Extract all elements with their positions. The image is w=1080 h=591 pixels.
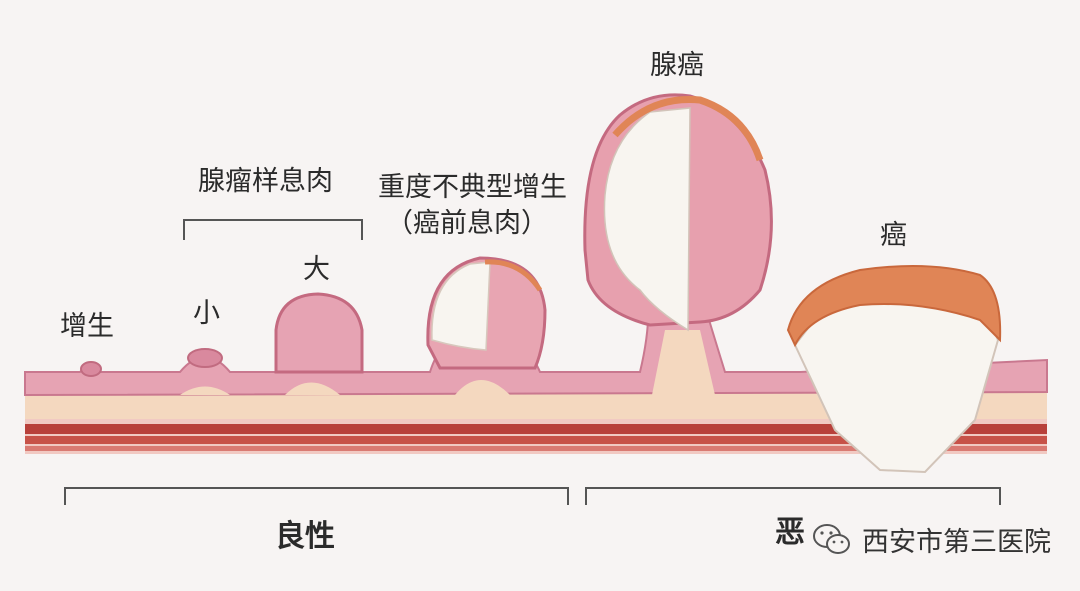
precancerous-polyp-label: （癌前息肉） xyxy=(386,208,548,239)
watermark-text: 西安市第三医院 xyxy=(862,527,1051,558)
submucosa-bump xyxy=(180,386,230,395)
invasive-cancer-orange-rim xyxy=(786,265,1002,348)
stalk-core xyxy=(652,330,715,395)
malignant-label: 恶 xyxy=(775,515,805,550)
hyperplasia-bump xyxy=(80,361,102,377)
large-label: 大 xyxy=(303,254,330,285)
dysplasia-orange-rim xyxy=(484,259,543,292)
adenoma-polyp-label: 腺瘤样息肉 xyxy=(198,166,333,197)
submucosa-bump xyxy=(285,382,340,395)
benign-label: 良性 xyxy=(275,519,335,554)
hyperplasia-label: 增生 xyxy=(60,311,114,342)
malignant-bracket xyxy=(585,487,1001,505)
adenocarcinoma-label: 腺癌 xyxy=(650,50,704,81)
small-adenoma xyxy=(187,348,223,368)
submucosa-bump xyxy=(455,380,510,395)
small-label: 小 xyxy=(193,298,220,329)
adenocarcinoma-orange-rim xyxy=(612,95,764,162)
severe-dysplasia-label: 重度不典型增生 xyxy=(378,172,567,203)
cancer-label: 癌 xyxy=(880,220,907,251)
wechat-icon xyxy=(813,523,850,554)
large-adenoma xyxy=(274,292,364,374)
adenoma-bracket xyxy=(183,219,363,240)
watermark: 西安市第三医院 xyxy=(812,520,1051,559)
adenocarcinoma-white-area xyxy=(603,107,691,332)
dysplasia-white-area xyxy=(431,261,491,351)
benign-bracket xyxy=(64,487,569,505)
